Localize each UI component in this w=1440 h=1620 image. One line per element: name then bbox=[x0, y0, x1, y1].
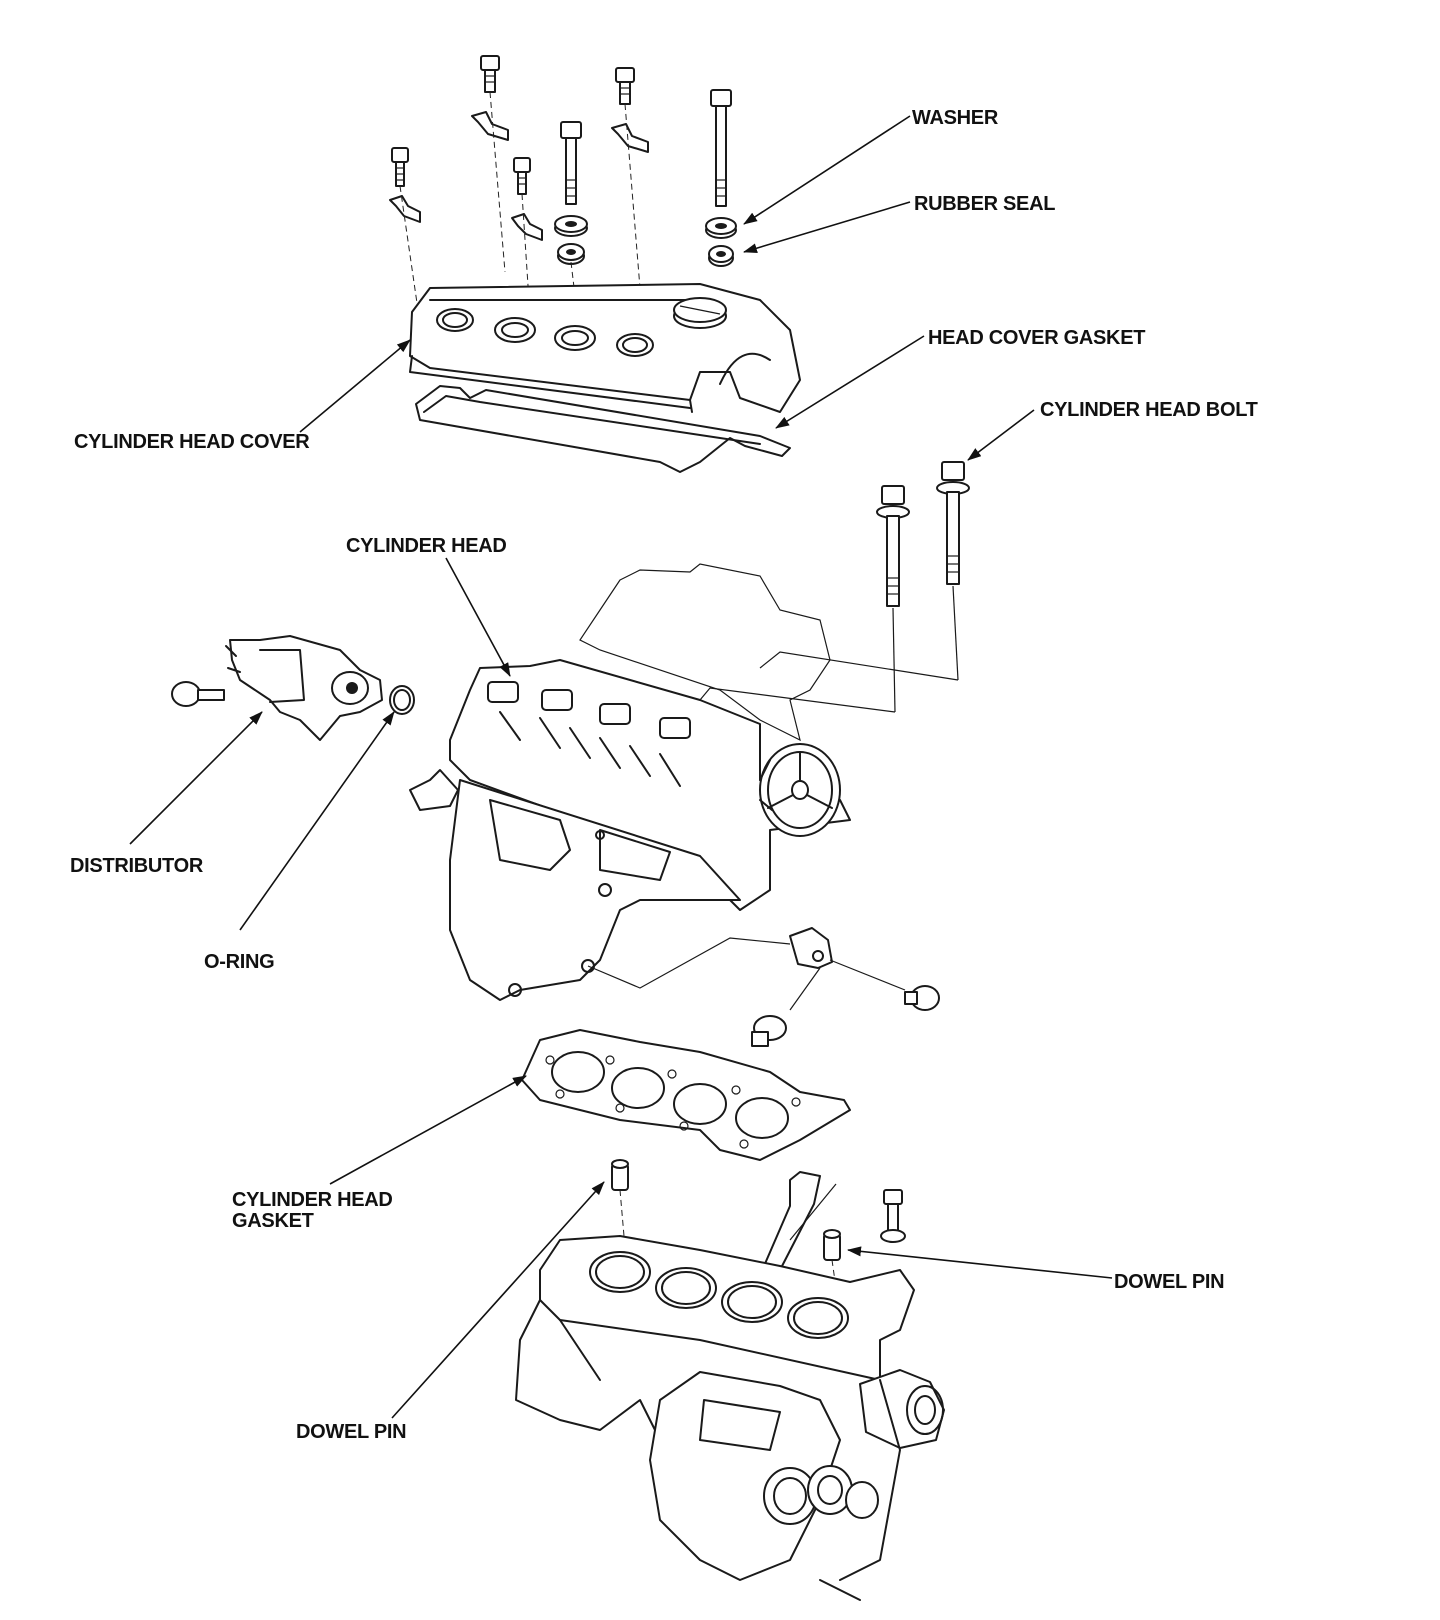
bracket-bolt bbox=[904, 985, 940, 1011]
leader-o-ring bbox=[239, 711, 395, 931]
cylinder-head-bolts bbox=[699, 461, 970, 713]
distributor-bolt bbox=[171, 681, 225, 707]
head-cover-gasket bbox=[415, 385, 791, 473]
cover-bolt-5 bbox=[615, 67, 635, 105]
label-cylinder-head-bolt: CYLINDER HEAD BOLT bbox=[1040, 399, 1258, 421]
cover-bolt-6 bbox=[705, 89, 737, 267]
manifold-bracket bbox=[587, 927, 940, 1047]
dowel-pin-left-part bbox=[611, 1159, 629, 1191]
leader-lines bbox=[129, 115, 1113, 1419]
leader-cylinder-head-cover bbox=[299, 339, 411, 433]
cylinder-head bbox=[409, 563, 851, 911]
leader-cylinder-head bbox=[445, 557, 511, 677]
head-bolt-1 bbox=[876, 485, 910, 607]
distributor bbox=[171, 635, 383, 741]
bracket-1 bbox=[389, 195, 421, 223]
cover-bolt-2 bbox=[480, 55, 500, 93]
dowel-pin-right-part bbox=[823, 1229, 841, 1261]
label-o-ring: O-RING bbox=[204, 951, 275, 973]
bracket-3 bbox=[511, 213, 543, 241]
leader-dowel-pin-right bbox=[847, 1246, 1113, 1279]
label-head-cover-gasket: HEAD COVER GASKET bbox=[928, 327, 1146, 349]
leader-head-cover-gasket bbox=[775, 335, 925, 429]
leader-rubber-seal bbox=[743, 201, 911, 254]
label-washer: WASHER bbox=[912, 107, 998, 129]
label-cylinder-head-cover: CYLINDER HEAD COVER bbox=[74, 431, 310, 453]
leader-cylinder-head-gasket bbox=[329, 1075, 527, 1185]
cover-bolt-3 bbox=[513, 157, 531, 195]
leader-cylinder-head-bolt bbox=[967, 409, 1035, 461]
label-distributor: DISTRIBUTOR bbox=[70, 855, 203, 877]
label-cylinder-head-gasket-line1: CYLINDER HEAD bbox=[232, 1189, 393, 1211]
leader-distributor bbox=[129, 711, 263, 845]
label-cylinder-head: CYLINDER HEAD bbox=[346, 535, 507, 557]
label-cylinder-head-gasket-line2: GASKET bbox=[232, 1210, 314, 1232]
engine-block bbox=[515, 1159, 945, 1601]
cylinder-head-cover bbox=[409, 283, 801, 413]
bracket-2 bbox=[471, 111, 509, 141]
leader-dowel-pin-left bbox=[391, 1181, 605, 1419]
o-ring bbox=[389, 685, 415, 715]
cover-bolt-set bbox=[389, 55, 737, 339]
label-cylinder-head-gasket: CYLINDER HEAD GASKET bbox=[232, 1190, 393, 1232]
bracket-stud bbox=[751, 1015, 787, 1047]
head-bolt-2 bbox=[936, 461, 970, 585]
leader-washer bbox=[743, 115, 911, 225]
label-dowel-pin-right: DOWEL PIN bbox=[1114, 1271, 1225, 1293]
exhaust-manifold bbox=[449, 779, 741, 1001]
cylinder-head-gasket bbox=[521, 1029, 851, 1161]
label-dowel-pin-left: DOWEL PIN bbox=[296, 1421, 407, 1443]
block-bolt bbox=[880, 1189, 906, 1243]
cover-bolt-1 bbox=[391, 147, 409, 187]
bracket-5 bbox=[611, 123, 649, 153]
cover-bolt-4 bbox=[554, 121, 588, 265]
label-rubber-seal: RUBBER SEAL bbox=[914, 193, 1056, 215]
